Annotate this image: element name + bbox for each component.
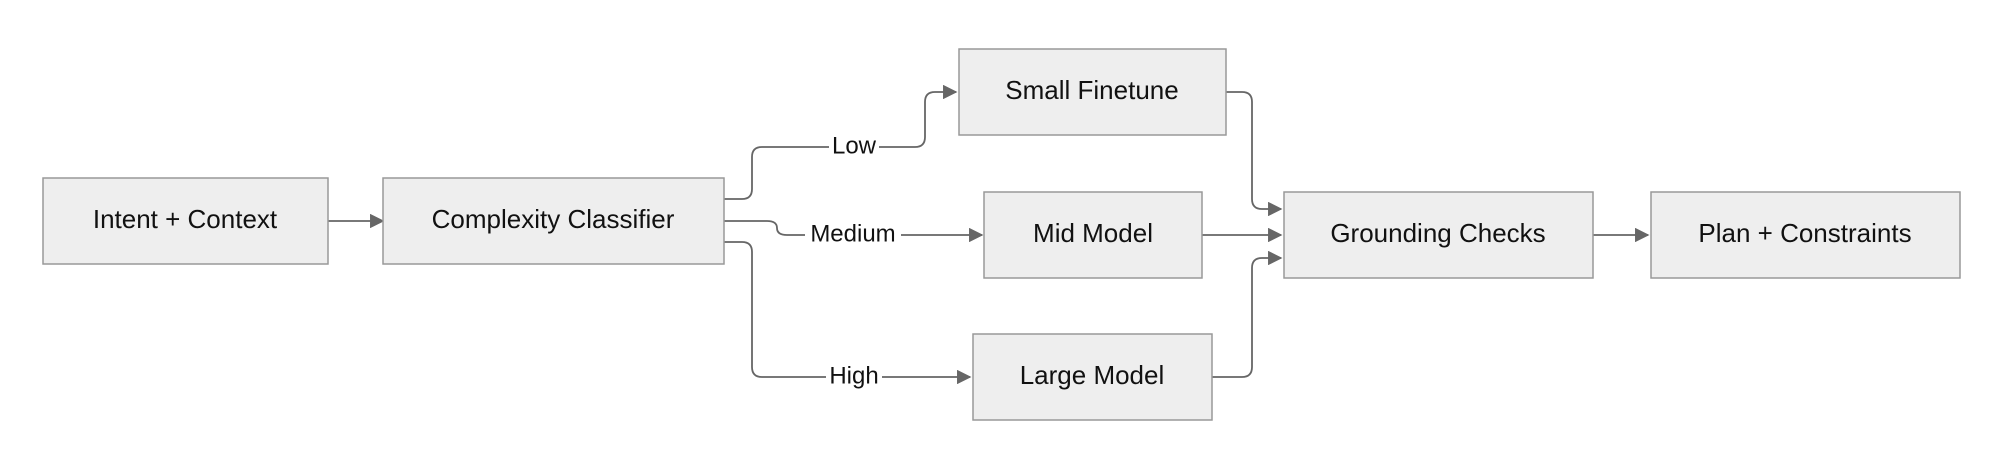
edge-label-medium: Medium bbox=[810, 220, 895, 247]
edge-classifier-to-mid bbox=[724, 220, 984, 243]
node-intent-context-label: Intent + Context bbox=[93, 204, 278, 234]
node-small-finetune: Small Finetune bbox=[958, 48, 1227, 136]
node-mid-model-label: Mid Model bbox=[1033, 218, 1153, 248]
node-small-finetune-label: Small Finetune bbox=[1005, 75, 1178, 105]
node-plan-constraints-label: Plan + Constraints bbox=[1698, 218, 1911, 248]
node-complexity-classifier: Complexity Classifier bbox=[382, 177, 725, 265]
edge-small-to-grounding bbox=[1226, 91, 1283, 217]
edges bbox=[328, 84, 1650, 385]
nodes: Intent + Context Complexity Classifier S… bbox=[42, 48, 1961, 421]
node-complexity-classifier-label: Complexity Classifier bbox=[432, 204, 675, 234]
node-grounding-checks-label: Grounding Checks bbox=[1330, 218, 1545, 248]
node-grounding-checks: Grounding Checks bbox=[1283, 191, 1594, 279]
node-intent-context: Intent + Context bbox=[42, 177, 329, 265]
edge-label-low: Low bbox=[832, 132, 877, 159]
node-large-model: Large Model bbox=[972, 333, 1213, 421]
node-mid-model: Mid Model bbox=[983, 191, 1203, 279]
edge-label-high: High bbox=[829, 362, 878, 389]
edge-large-to-grounding bbox=[1212, 250, 1283, 378]
node-large-model-label: Large Model bbox=[1020, 360, 1165, 390]
edge-classifier-to-large bbox=[724, 241, 972, 385]
edge-labels: Low Medium High bbox=[805, 130, 901, 394]
node-plan-constraints: Plan + Constraints bbox=[1650, 191, 1961, 279]
